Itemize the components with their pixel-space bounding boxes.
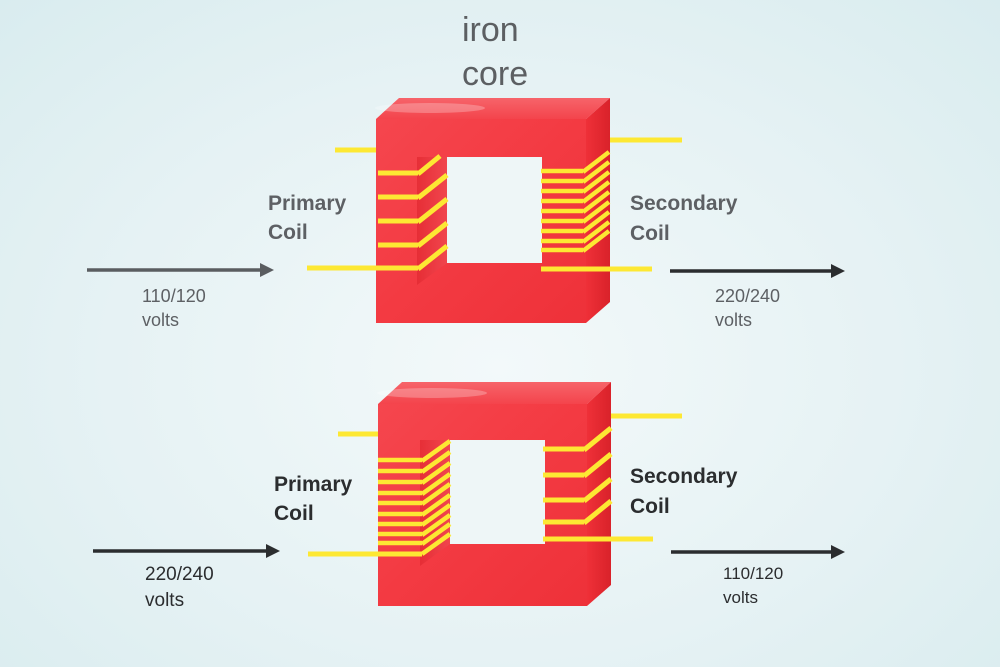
label-line: Coil (274, 502, 314, 525)
step-down-primary-coil-label: Primary Coil (274, 470, 352, 528)
secondary-coil (541, 150, 652, 272)
step-down-input-voltage: 220/240 volts (145, 562, 214, 614)
label-line: Secondary (630, 192, 738, 215)
primary-coil (307, 154, 449, 271)
voltage-value: 110/120 (723, 564, 784, 583)
voltage-unit: volts (145, 590, 185, 611)
output-arrow-icon (671, 545, 845, 559)
iron-core-title: iron core (462, 8, 528, 96)
label-line: Primary (268, 192, 347, 215)
voltage-value: 220/240 (715, 286, 781, 306)
step-up-secondary-coil-label: Secondary Coil (630, 189, 737, 249)
iron-core (375, 98, 610, 323)
voltage-unit: volts (715, 310, 753, 330)
voltage-unit: volts (723, 588, 758, 607)
label-line: Primary (274, 473, 353, 496)
voltage-value: 220/240 (145, 564, 214, 585)
input-arrow-icon (87, 263, 274, 277)
step-up-output-voltage: 220/240 volts (715, 284, 780, 332)
voltage-value: 110/120 (142, 286, 206, 306)
title-line-2: core (462, 55, 529, 93)
label-line: Coil (630, 222, 670, 245)
label-line: Coil (268, 221, 308, 244)
step-up-primary-coil-label: Primary Coil (268, 189, 346, 247)
label-line: Secondary (630, 465, 738, 488)
output-arrow-icon (670, 264, 845, 278)
step-down-transformer (93, 382, 845, 606)
step-down-secondary-coil-label: Secondary Coil (630, 462, 737, 522)
primary-coil (308, 439, 452, 557)
step-up-transformer (87, 98, 845, 323)
secondary-coil (543, 426, 653, 542)
title-line-1: iron (462, 11, 519, 49)
step-up-input-voltage: 110/120 volts (142, 284, 206, 332)
step-down-output-voltage: 110/120 volts (723, 562, 783, 610)
input-arrow-icon (93, 544, 280, 558)
voltage-unit: volts (142, 310, 180, 330)
label-line: Coil (630, 495, 670, 518)
